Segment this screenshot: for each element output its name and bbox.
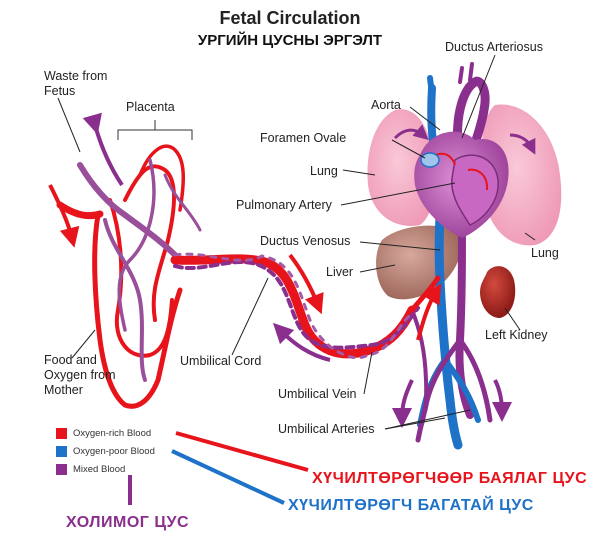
- label-lung-right: Lung: [531, 246, 559, 260]
- label-waste-from-fetus: Waste from Fetus: [44, 69, 108, 98]
- mongolian-label-mixed: ХОЛИМОГ ЦУС: [66, 514, 190, 531]
- waste-flow-arrow: [82, 112, 124, 187]
- label-pulmonary-artery: Pulmonary Artery: [236, 198, 332, 212]
- legend-label-oxygen-poor: Oxygen-poor Blood: [73, 446, 155, 457]
- label-foramen-ovale: Foramen Ovale: [260, 131, 347, 145]
- legend-swatch-oxygen-poor: [56, 445, 67, 457]
- label-aorta: Aorta: [371, 98, 401, 112]
- label-lung-left: Lung: [310, 164, 338, 178]
- leader-lines: [57, 54, 536, 430]
- legend-label-mixed: Mixed Blood: [73, 464, 126, 475]
- diagram-subtitle-mongolian: УРГИЙН ЦУСНЫ ЭРГЭЛТ: [197, 32, 383, 49]
- label-placenta: Placenta: [126, 100, 175, 114]
- cord-purple-arrow: [272, 322, 331, 362]
- red-connector-line: [175, 431, 309, 472]
- artery-purple-arrow-left: [392, 379, 414, 428]
- blue-connector-line: [171, 449, 285, 505]
- legend-item-oxygen-rich: Oxygen-rich Blood: [56, 427, 151, 441]
- right-lung: [481, 104, 562, 246]
- left-kidney: [480, 266, 516, 318]
- cord-red-arrow: [288, 253, 324, 315]
- label-liver: Liver: [326, 265, 354, 279]
- artery-purple-arrow-right: [491, 379, 512, 422]
- diagram-title: Fetal Circulation: [219, 8, 361, 28]
- mongolian-label-oxygen-rich: ХҮЧИЛТӨРӨГЧӨӨР БАЯЛАГ ЦУС: [312, 470, 588, 487]
- umbilical-cord: [170, 252, 420, 360]
- lung-flow-arrow-right: [509, 133, 536, 155]
- legend-item-oxygen-poor: Oxygen-poor Blood: [56, 445, 155, 459]
- legend-swatch-mixed: [56, 463, 67, 475]
- foramen-ovale: [420, 152, 440, 168]
- placenta-bracket: [117, 120, 193, 140]
- vein-red-arrow: [416, 283, 442, 341]
- legend-item-mixed: Mixed Blood: [56, 463, 125, 477]
- label-ductus-arteriosus: Ductus Arteriosus: [445, 40, 543, 54]
- placenta: [56, 144, 202, 409]
- label-ductus-venosus: Ductus Venosus: [260, 234, 351, 248]
- label-umbilical-cord: Umbilical Cord: [180, 354, 262, 368]
- legend-label-oxygen-rich: Oxygen-rich Blood: [73, 428, 152, 439]
- label-left-kidney: Left Kidney: [485, 328, 548, 342]
- liver: [376, 225, 462, 300]
- legend-swatch-oxygen-rich: [56, 427, 67, 439]
- label-umbilical-vein: Umbilical Vein: [278, 387, 357, 401]
- label-food-oxygen-mother: Food and Oxygen from Mother: [44, 353, 116, 397]
- lung-flow-arrow-left: [393, 124, 429, 140]
- heart-ventricle: [451, 154, 499, 226]
- heart-flow-red-2: [467, 168, 489, 191]
- food-flow-arrow: [48, 184, 80, 248]
- mongolian-label-oxygen-poor: ХҮЧИЛТӨРӨГЧ БАГАТАЙ ЦУС: [288, 497, 534, 514]
- label-umbilical-arteries: Umbilical Arteries: [278, 422, 375, 436]
